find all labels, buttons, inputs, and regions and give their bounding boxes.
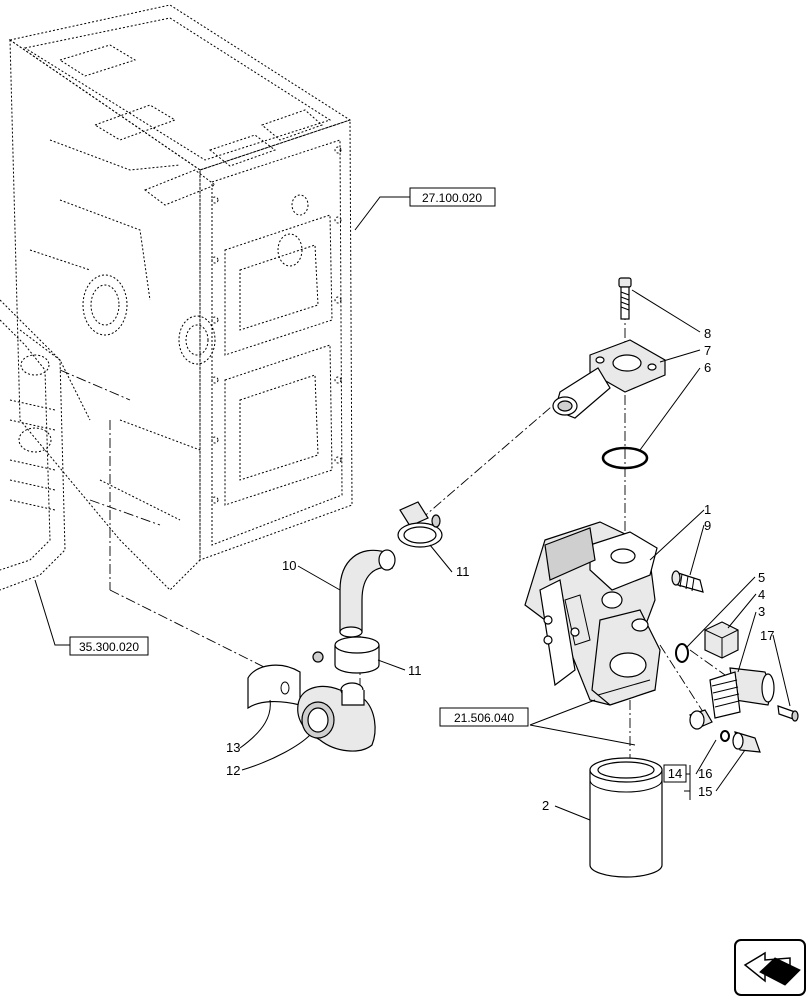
callout-15: 15 <box>698 784 712 799</box>
reference-label-filter-group[interactable]: 21.506.040 <box>454 711 514 725</box>
hose-part-10 <box>339 549 396 638</box>
page-navigation-arrow-icon[interactable] <box>734 939 806 996</box>
adapter-part-16 <box>689 709 713 730</box>
plug-screw-part-9 <box>671 570 704 593</box>
reference-label-housing[interactable]: 27.100.020 <box>422 191 482 205</box>
o-ring-part-5 <box>675 643 689 663</box>
filter-cartridge-part-2 <box>589 757 663 878</box>
washer-part-15 <box>720 730 730 742</box>
reference-box-housing[interactable]: 27.100.020 <box>409 187 496 207</box>
callouts: 8 7 6 1 9 5 4 3 17 16 15 2 10 11 11 13 1… <box>226 326 774 813</box>
callout-10: 10 <box>282 558 296 573</box>
filter-head-part-1 <box>524 521 661 706</box>
reference-box-transmission[interactable]: 35.300.020 <box>69 636 149 656</box>
reference-label-transmission[interactable]: 35.300.020 <box>79 640 139 654</box>
callout-14: 14 <box>668 766 682 781</box>
callout-17: 17 <box>760 628 774 643</box>
reference-box-filter-group[interactable]: 21.506.040 <box>439 707 529 727</box>
callout-2: 2 <box>542 798 549 813</box>
callout-8: 8 <box>704 326 711 341</box>
hose-clamp-upper-part-11 <box>397 501 443 548</box>
callout-box-14: 14 <box>663 764 687 783</box>
fitting-part-15 <box>732 731 761 753</box>
callout-5: 5 <box>758 570 765 585</box>
callout-11-upper: 11 <box>456 564 470 579</box>
sensor-part-3 <box>709 667 775 719</box>
callout-4: 4 <box>758 587 765 602</box>
callout-16: 16 <box>698 766 712 781</box>
elbow-fitting-part-7 <box>552 339 666 419</box>
hex-nut-part-4 <box>704 621 739 659</box>
callout-13: 13 <box>226 740 240 755</box>
callout-3: 3 <box>758 604 765 619</box>
leader-lines <box>34 196 791 821</box>
bolt-part-8 <box>618 277 632 320</box>
callout-12: 12 <box>226 763 240 778</box>
callout-7: 7 <box>704 343 711 358</box>
o-ring-part-6 <box>601 446 649 470</box>
callout-1: 1 <box>704 502 711 517</box>
elbow-connector-part-12 <box>297 682 376 752</box>
transmission-housing-phantom <box>8 4 353 591</box>
hose-clamp-lower-part-11 <box>312 636 380 674</box>
transmission-side-phantom <box>0 299 66 591</box>
callout-11-lower: 11 <box>408 663 422 678</box>
clamp-shell-part-13 <box>247 664 301 710</box>
screw-part-17 <box>777 705 799 722</box>
callout-9: 9 <box>704 518 711 533</box>
callout-6: 6 <box>704 360 711 375</box>
